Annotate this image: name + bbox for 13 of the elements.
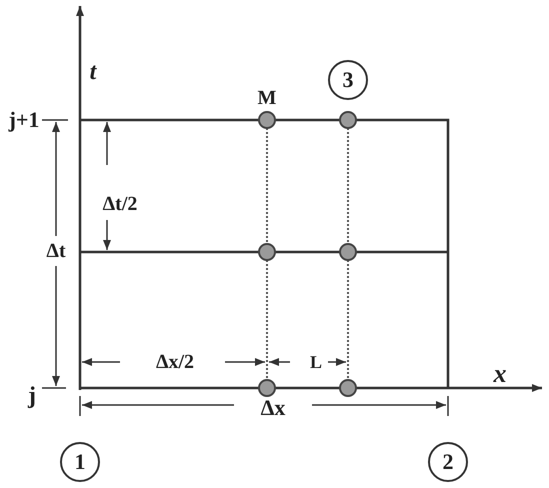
axis-label: t bbox=[90, 60, 96, 84]
dimension-label: Δx/2 bbox=[156, 352, 194, 372]
callout-number: 2 bbox=[428, 442, 468, 482]
axis-label: x bbox=[494, 361, 506, 387]
callout-number: 3 bbox=[328, 60, 368, 100]
dimension-label: Δt bbox=[46, 241, 66, 261]
tick-label: j+1 bbox=[8, 109, 40, 131]
dimension-label: Δt/2 bbox=[102, 194, 138, 214]
dimension-label: Δx bbox=[260, 397, 286, 419]
tick-label: j bbox=[28, 384, 36, 408]
point-label: M bbox=[258, 88, 276, 108]
callout-number: 1 bbox=[60, 442, 100, 482]
dimension-label: L bbox=[310, 353, 322, 371]
